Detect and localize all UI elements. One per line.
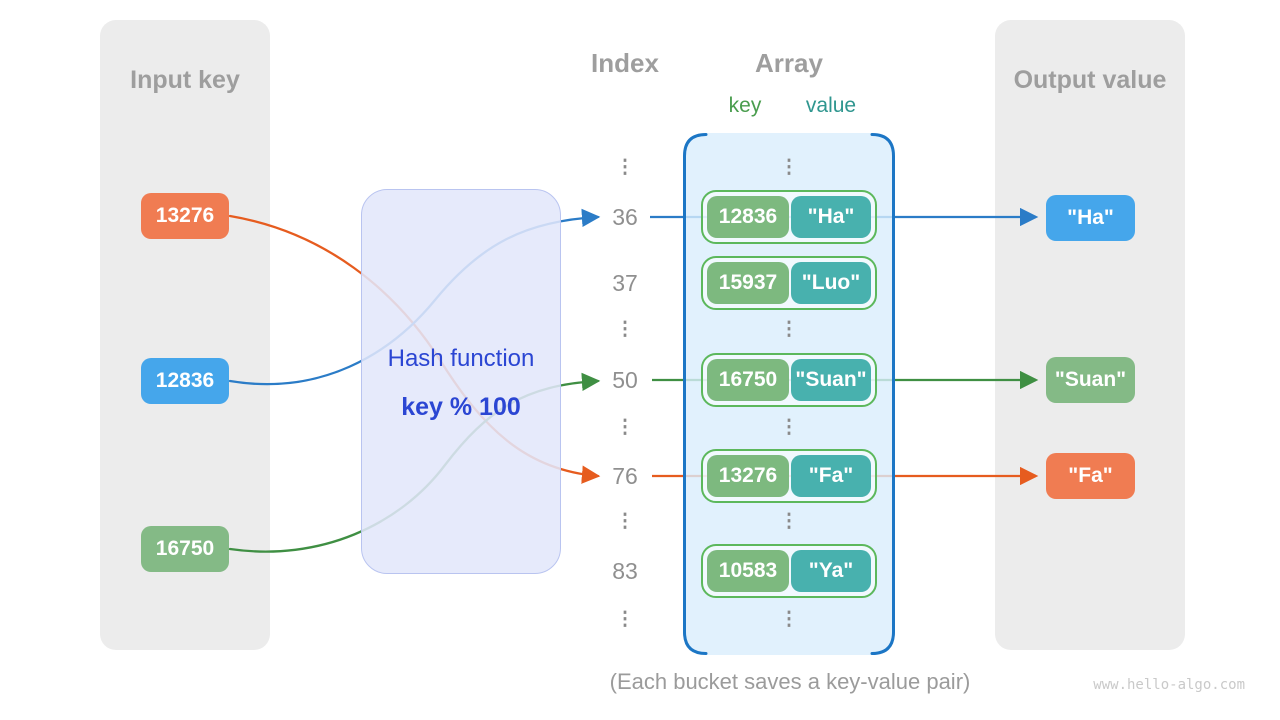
input-key-panel: Input key 13276 12836 16750 [100,20,270,650]
index-ellipsis: ⋮ [615,609,635,630]
index-36: 36 [612,204,638,230]
index-ellipsis: ⋮ [615,157,635,178]
bucket-key: 12836 [707,196,789,238]
array-ellipsis: ⋮ [779,319,799,340]
bucket-index-36: 12836 "Ha" [701,190,877,244]
array-value-label: value [805,94,857,117]
index-ellipsis: ⋮ [615,319,635,340]
input-key-13276: 13276 [141,193,229,239]
bucket-value: "Ya" [791,550,871,592]
bucket-key: 15937 [707,262,789,304]
bucket-value: "Suan" [791,359,871,401]
index-76: 76 [612,463,638,489]
input-key-12836: 12836 [141,358,229,404]
index-50: 50 [612,367,638,393]
hash-function-formula: key % 100 [401,393,521,421]
bucket-index-37: 15937 "Luo" [701,256,877,310]
bucket-key: 10583 [707,550,789,592]
bucket-index-50: 16750 "Suan" [701,353,877,407]
bucket-key: 16750 [707,359,789,401]
array-key-label: key [728,94,762,117]
bucket-value: "Luo" [791,262,871,304]
output-value-suan: "Suan" [1046,357,1135,403]
index-ellipsis: ⋮ [615,511,635,532]
input-key-16750: 16750 [141,526,229,572]
bucket-index-76: 13276 "Fa" [701,449,877,503]
index-83: 83 [612,558,638,584]
array-ellipsis: ⋮ [779,157,799,178]
bucket-value: "Ha" [791,196,871,238]
array-ellipsis: ⋮ [779,609,799,630]
output-panel-title: Output value [1013,66,1167,94]
hash-function-box: Hash function key % 100 [361,189,561,574]
bucket-index-83: 10583 "Ya" [701,544,877,598]
output-value-panel: Output value "Ha" "Suan" "Fa" [995,20,1185,650]
output-value-fa: "Fa" [1046,453,1135,499]
index-37: 37 [612,270,638,296]
output-value-ha: "Ha" [1046,195,1135,241]
array-ellipsis: ⋮ [779,417,799,438]
hash-function-title: Hash function [387,345,535,372]
array-column-header: Array [755,48,823,78]
bucket-value: "Fa" [791,455,871,497]
index-column-header: Index [591,48,659,78]
array-ellipsis: ⋮ [779,511,799,532]
bucket-key: 13276 [707,455,789,497]
watermark: www.hello-algo.com [1093,677,1245,693]
diagram-caption: (Each bucket saves a key-value pair) [609,669,971,694]
input-panel-title: Input key [130,66,240,94]
index-ellipsis: ⋮ [615,417,635,438]
